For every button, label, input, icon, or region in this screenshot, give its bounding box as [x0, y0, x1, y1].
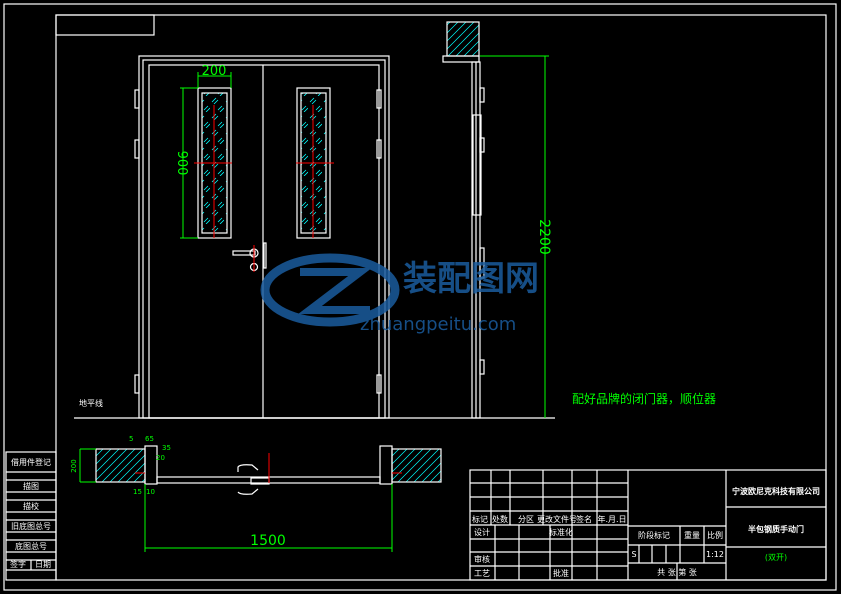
tb-scale: 1:12: [706, 550, 724, 559]
door-elevation: [134, 55, 390, 419]
outer-border: [3, 3, 837, 591]
inner-frame: [55, 14, 827, 581]
dim-section: 200: [70, 459, 78, 472]
strip-label: 旧底图总号: [11, 521, 51, 531]
tb-subtitle: (双开): [765, 553, 787, 562]
strip-label: 签字: [10, 559, 26, 569]
ground-label: 地平线: [79, 398, 103, 408]
tb-header: 标记: [472, 514, 488, 524]
tb-title: 半包钢质手动门: [748, 524, 804, 534]
door-side-view: [442, 21, 485, 419]
tb-craft: 工艺: [474, 569, 490, 578]
tb-header: 年.月.日: [597, 514, 626, 524]
tb-sheets: 共 张 第 张: [657, 567, 697, 577]
strip-label: 描校: [23, 501, 39, 511]
tb-review: 审核: [474, 554, 490, 564]
strip-label: 借用件登记: [11, 457, 51, 467]
tb-header: 分区: [518, 515, 534, 524]
tb-header: 处数: [492, 514, 508, 524]
strip-label: 描图: [23, 481, 39, 491]
tb-scale-label: 比例: [707, 530, 723, 540]
strip-label: 日期: [35, 560, 51, 569]
tb-stage: 阶段标记: [638, 530, 670, 540]
dim-section: 20: [156, 454, 165, 462]
tb-stage-value: S: [631, 550, 636, 559]
strip-label: 底图总号: [15, 541, 47, 551]
tb-design: 设计: [474, 527, 490, 537]
dim-section: 65: [145, 435, 154, 443]
dim-section: 35: [162, 444, 171, 452]
corner-box: [55, 14, 155, 36]
tb-weight: 重量: [684, 530, 700, 540]
dim-window-width: 200: [202, 64, 227, 79]
dim-section: 15: [133, 488, 142, 496]
watermark-brand: 装配图网: [403, 259, 539, 299]
tb-header: 更改文件号: [537, 514, 577, 524]
tb-header: 签名: [576, 514, 592, 524]
dim-section: 5: [129, 435, 133, 443]
watermark-logo: 装配图网 zhuangpeitu.com: [260, 253, 539, 335]
door-handle: [232, 242, 267, 272]
left-strip: 借用件登记 描图 描校 旧底图总号 底图总号 签字 日期: [5, 451, 57, 581]
dim-window-height: 900: [174, 151, 189, 176]
title-block: 标记 处数 分区 更改文件号 签名 年.月.日 设计 标准化 审核 工艺 批准 …: [469, 469, 827, 581]
door-section: [95, 445, 442, 495]
tb-standard: 标准化: [549, 527, 573, 537]
watermark-url: zhuangpeitu.com: [360, 314, 516, 335]
dim-door-width: 1500: [250, 533, 286, 549]
dim-door-height: 2200: [536, 219, 552, 255]
dim-section: 10: [146, 488, 155, 496]
closer-note: 配好品牌的闭门器，顺位器: [572, 391, 716, 406]
tb-company: 宁波欧尼克科技有限公司: [732, 486, 820, 496]
tb-approve: 批准: [553, 568, 569, 578]
